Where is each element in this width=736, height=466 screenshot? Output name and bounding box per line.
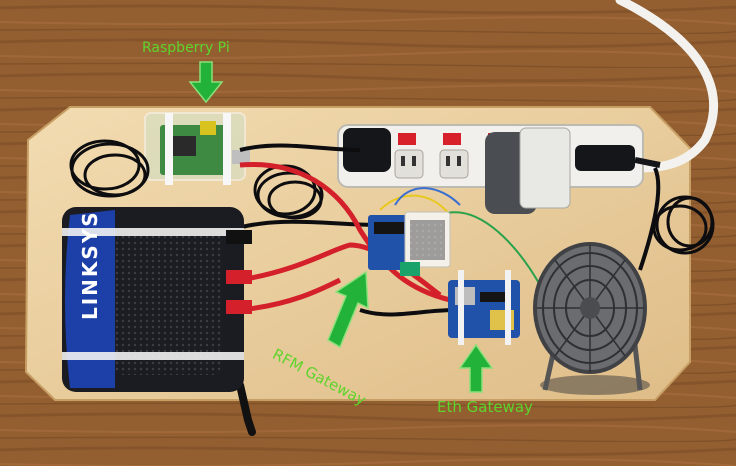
router-brand-logo: LINKSYS xyxy=(78,210,102,320)
rfm-gateway-arduino xyxy=(368,211,451,276)
black-cable xyxy=(638,167,661,271)
plug-cord xyxy=(634,157,661,168)
eth-gateway-label: Eth Gateway xyxy=(437,398,533,416)
plug-black-left xyxy=(343,128,391,172)
arrow-up-right-icon xyxy=(327,270,369,349)
jumper-wire-green xyxy=(439,211,541,286)
eth-gateway-arduino xyxy=(448,270,520,345)
arrow-up-icon xyxy=(458,343,494,393)
coiled-black-cable-left xyxy=(69,139,150,198)
red-ethernet-cable xyxy=(239,161,451,303)
jumper-wire-blue xyxy=(394,187,461,206)
plug-black-right xyxy=(575,145,635,171)
desk-fan xyxy=(533,242,650,395)
linksys-router xyxy=(62,207,256,436)
raspberry-pi-label: Raspberry Pi xyxy=(142,40,230,56)
black-cable xyxy=(359,308,456,317)
red-ethernet-cable xyxy=(239,277,342,313)
arrow-down-icon xyxy=(188,61,224,104)
black-cable xyxy=(239,143,361,152)
plug-white-right xyxy=(519,127,571,209)
jumper-wire-yellow xyxy=(379,194,451,216)
black-cable xyxy=(229,219,381,232)
raspberry-pi-board xyxy=(144,112,250,185)
red-ethernet-cable xyxy=(239,242,442,297)
power-cable-white xyxy=(615,0,718,173)
